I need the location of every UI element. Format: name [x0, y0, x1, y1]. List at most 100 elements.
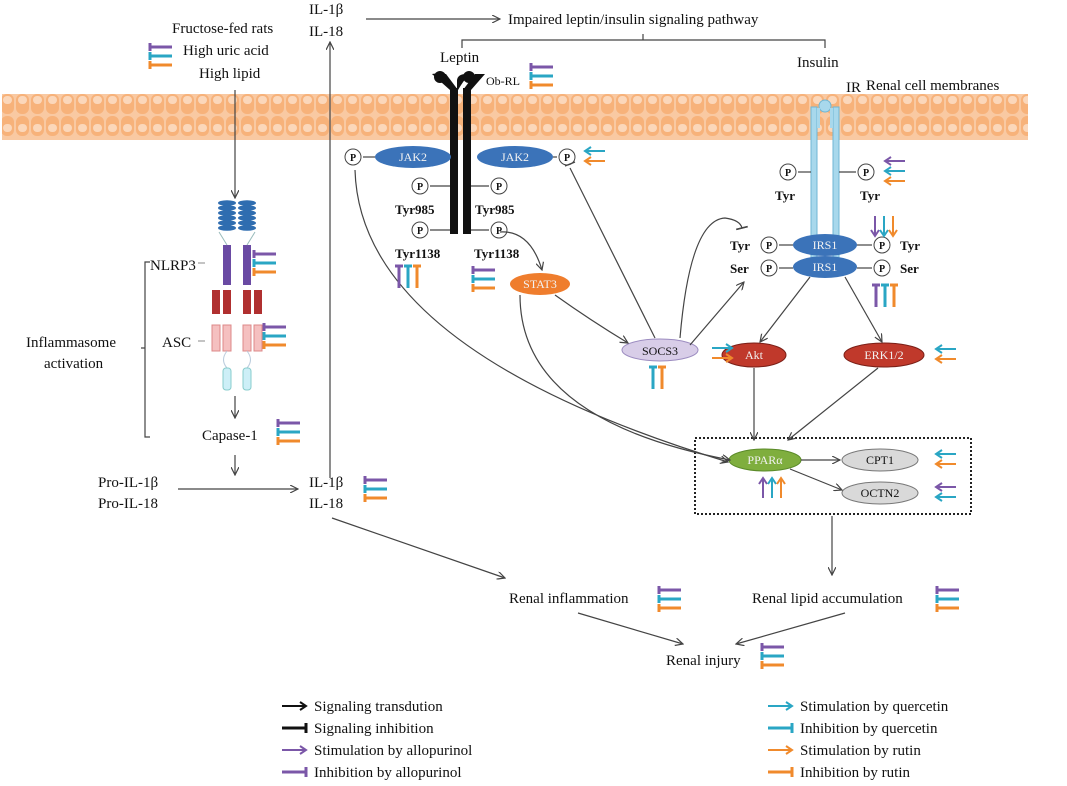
inflammasome-label-1: Inflammasome [26, 335, 116, 351]
octn2-node [841, 481, 919, 505]
stim-erk-quercetin-head [934, 344, 943, 354]
inflammasome-label-2: activation [44, 356, 104, 372]
legend-label: Signaling transdution [314, 699, 443, 715]
asc-label: ASC [162, 335, 191, 351]
stim-akt-quercetin-head [725, 343, 734, 353]
phospho-site-icon [857, 163, 875, 181]
lrr-domain [238, 215, 256, 221]
lrr-domain [238, 225, 256, 231]
phospho-site-icon [344, 148, 362, 166]
tyr985-left: Tyr985 [395, 202, 435, 217]
lrr-domain [238, 205, 256, 211]
tyr985-right: Tyr985 [475, 202, 515, 217]
stim-irs-tyr-rutin-head [888, 229, 898, 238]
jak2-right-label: JAK2 [501, 150, 529, 164]
irs1-top [793, 234, 857, 256]
erk-node [843, 342, 925, 368]
pro-il1b-label: Pro-IL-1β [98, 475, 158, 491]
lrr-domain [238, 200, 256, 206]
stim-ir-tyr-allopurinol-head [883, 156, 892, 166]
phospho-site-icon [411, 221, 429, 239]
leptin-label: Leptin [440, 50, 480, 66]
legend-item-left-2: Stimulation by allopurinol [282, 743, 472, 759]
ppar-box [694, 437, 972, 515]
phospho-site-icon [873, 236, 891, 254]
bracket-impaired [461, 34, 826, 48]
phospho-label: P [350, 153, 356, 164]
stim-irs-tyr-allopurinol-head [870, 229, 880, 238]
phospho-site-icon [873, 259, 891, 277]
pro-il18-label: Pro-IL-18 [98, 496, 158, 512]
stim-ppar-allopurinol-head [758, 476, 768, 485]
stim-cpt1-quercetin-head [934, 449, 943, 459]
phospho-label: P [496, 226, 502, 237]
caspase-label: Capase-1 [202, 428, 258, 444]
irs-ser-left: Ser [730, 261, 749, 276]
phospho-site-icon [779, 163, 797, 181]
ir-label: IR [846, 80, 861, 96]
legend-item-right-2: Stimulation by rutin [768, 743, 921, 759]
phospho-site-icon [760, 259, 778, 277]
legend-item-right-0: Stimulation by quercetin [768, 699, 949, 715]
legend-label: Inhibition by rutin [800, 765, 910, 781]
ir-tyr-left: Tyr [775, 188, 795, 203]
jak2-right [477, 146, 553, 168]
akt-label: Akt [745, 348, 764, 362]
nlrp3-complex [211, 200, 263, 391]
phospho-site-icon [490, 177, 508, 195]
stimulus-lipid: High lipid [199, 66, 261, 82]
jak2-left-label: JAK2 [399, 150, 427, 164]
phospho-label: P [879, 264, 885, 275]
inflammasome-bracket [141, 261, 150, 438]
stim-erk-rutin-head [934, 354, 943, 364]
phospho-label: P [417, 226, 423, 237]
il18-top-label: IL-18 [309, 24, 343, 40]
phospho-label: P [863, 168, 869, 179]
stim-ppar-quercetin-head [767, 476, 777, 485]
socs3-node [621, 338, 699, 362]
insulin-label: Insulin [797, 55, 839, 71]
phospho-label: P [417, 182, 423, 193]
stim-cpt1-rutin-head [934, 459, 943, 469]
legend-label: Inhibition by allopurinol [314, 765, 462, 781]
il1b-label: IL-1β [309, 475, 343, 491]
renal-injury-label: Renal injury [666, 653, 741, 669]
legend-label: Signaling inhibition [314, 721, 434, 737]
phospho-site-icon [490, 221, 508, 239]
stim-octn2-quercetin-head [934, 492, 943, 502]
ppar-label: PPARα [747, 453, 783, 467]
akt-node [721, 342, 787, 368]
phospho-label: P [564, 153, 570, 164]
legend-item-right-3: Inhibition by rutin [768, 765, 910, 781]
stim-jak2-quercetin-head [583, 146, 592, 156]
stim-akt-rutin-head [725, 353, 734, 363]
legend-label: Inhibition by quercetin [800, 721, 938, 737]
legend-item-left-1: Signaling inhibition [282, 721, 434, 737]
legend-label: Stimulation by rutin [800, 743, 921, 759]
phospho-label: P [496, 182, 502, 193]
irs1-bottom [793, 256, 857, 278]
ir-tyr-right: Tyr [860, 188, 880, 203]
lrr-domain [218, 200, 236, 206]
phospho-site-icon [760, 236, 778, 254]
irs-tyr-right: Tyr [900, 238, 920, 253]
irs-ser-right: Ser [900, 261, 919, 276]
lrr-domain [218, 220, 236, 226]
stim-ppar-rutin-head [776, 476, 786, 485]
stim-irs-tyr-quercetin-head [879, 229, 889, 238]
lrr-domain [218, 215, 236, 221]
impaired-pathway-label: Impaired leptin/insulin signaling pathwa… [508, 12, 759, 28]
tyr1138-left: Tyr1138 [395, 246, 441, 261]
legend-label: Stimulation by allopurinol [314, 743, 472, 759]
legend-label: Stimulation by quercetin [800, 699, 949, 715]
renal-lipid-label: Renal lipid accumulation [752, 591, 903, 607]
il1b-top-label: IL-1β [309, 2, 343, 18]
legend-arrowhead-icon [785, 701, 794, 711]
stat3-node [510, 273, 570, 295]
legend-item-left-0: Signaling transdution [282, 699, 443, 715]
legend-arrowhead-icon [785, 745, 794, 755]
cell-membrane [2, 94, 1028, 140]
stim-ir-tyr-quercetin-head [883, 166, 892, 176]
erk-label: ERK1/2 [864, 348, 903, 362]
membrane-label: Renal cell membranes [866, 78, 999, 94]
